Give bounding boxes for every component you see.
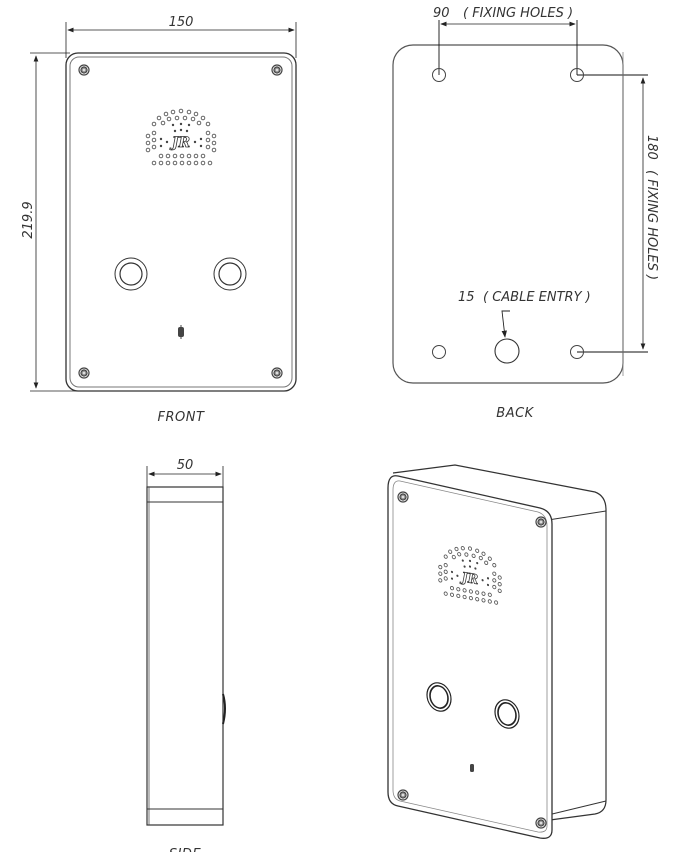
front-width-dimension: 150 xyxy=(169,15,194,30)
microphone-icon xyxy=(178,325,184,339)
front-panel-inner-edge xyxy=(69,56,293,388)
side-body-outline xyxy=(146,486,224,826)
iso-call-button-left xyxy=(426,682,452,712)
side-view-label: SIDE xyxy=(169,847,202,852)
iso-top-edge xyxy=(547,510,607,521)
front-view: 150 219.9 FRONT xyxy=(21,15,297,425)
front-panel-outline xyxy=(65,52,297,392)
cable-entry-leader xyxy=(501,310,510,338)
back-panel-outline xyxy=(392,44,624,384)
iso-front-face xyxy=(387,475,553,839)
fixing-holes-vertical-note: ( FIXING HOLES ) xyxy=(644,170,659,280)
fixing-holes-horizontal-note: ( FIXING HOLES ) xyxy=(463,6,573,21)
iso-microphone-icon xyxy=(470,764,474,772)
back-view-label: BACK xyxy=(496,406,534,421)
screw-icon xyxy=(78,367,90,379)
screw-icon xyxy=(535,817,547,829)
front-view-label: FRONT xyxy=(158,410,205,425)
screw-icon xyxy=(271,367,283,379)
fixing-hole xyxy=(432,68,446,82)
fixing-holes-horizontal-dimension: 90 xyxy=(433,6,450,21)
front-height-dimension: 219.9 xyxy=(21,201,36,238)
screw-icon xyxy=(397,789,409,801)
screw-icon xyxy=(397,491,409,503)
isometric-view xyxy=(387,464,607,839)
iso-call-button-right xyxy=(494,699,520,729)
screw-icon xyxy=(271,64,283,76)
fixing-hole xyxy=(570,345,584,359)
screw-icon xyxy=(78,64,90,76)
fixing-hole xyxy=(570,68,584,82)
back-view: 90 ( FIXING HOLES ) 180 ( FIXING HOLES )… xyxy=(392,6,659,421)
screw-icon xyxy=(535,516,547,528)
iso-bottom-edge xyxy=(547,800,607,816)
cable-entry-hole xyxy=(494,338,520,364)
side-button-profile xyxy=(222,693,226,725)
logo-icon xyxy=(168,134,191,152)
side-depth-dimension: 50 xyxy=(177,458,194,473)
cable-entry-note: ( CABLE ENTRY ) xyxy=(483,290,591,305)
cable-entry-dimension: 15 xyxy=(458,290,475,305)
iso-body-outline xyxy=(392,464,607,821)
fixing-hole xyxy=(432,345,446,359)
fixing-holes-vertical-dimension: 180 xyxy=(644,135,659,160)
side-view: 50 SIDE xyxy=(146,458,226,852)
